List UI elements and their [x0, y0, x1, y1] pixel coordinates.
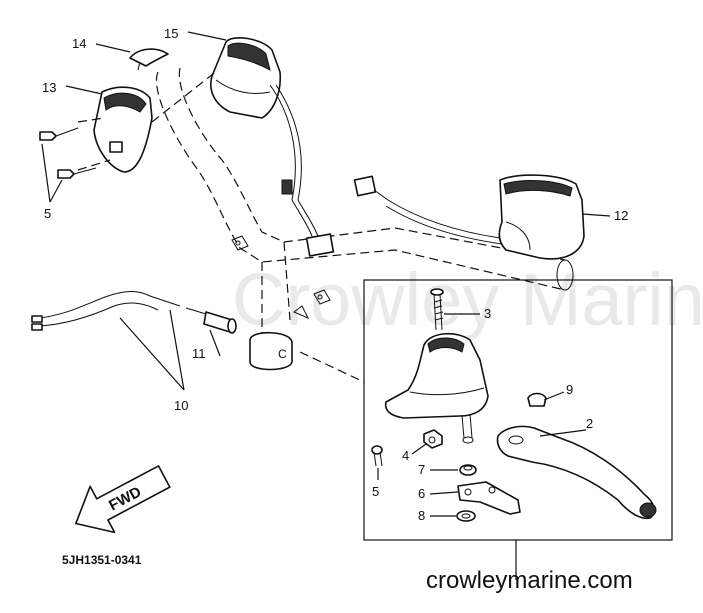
callout-10: 10	[174, 398, 188, 413]
callout-9: 9	[566, 382, 573, 397]
handlebar-tube	[156, 67, 574, 335]
callout-6: 6	[418, 486, 425, 501]
diagram-code: 5JH1351-0341	[62, 553, 142, 567]
callout-14: 14	[72, 36, 86, 51]
leader-lines	[41, 31, 611, 517]
lever-assembly-box	[299, 279, 673, 580]
clip-9	[527, 392, 547, 407]
callout-11: 11	[192, 346, 206, 361]
wire-lead-10	[31, 291, 181, 331]
callout-15: 15	[164, 26, 178, 41]
bolt-3	[430, 288, 444, 331]
switch-housing-12	[353, 174, 585, 260]
switch-wire-harness	[281, 179, 335, 257]
screw-5	[371, 445, 383, 467]
callout-7: 7	[418, 462, 425, 477]
collar-7	[459, 464, 477, 476]
switch-housing-15	[210, 37, 302, 201]
washer-8	[456, 510, 476, 522]
screw-pair-5	[39, 127, 97, 179]
callout-5b: 5	[372, 484, 379, 499]
watermark: Crowley Marine	[232, 258, 703, 341]
knob-14	[129, 48, 169, 71]
callouts: 14 15 13 5 12 3 11 10 9 2 4 5 7 6 8	[42, 26, 628, 523]
plate-6	[457, 481, 521, 515]
fwd-arrow: FWD	[75, 465, 171, 534]
switch-11	[185, 307, 237, 334]
lever-2	[496, 425, 657, 520]
switch-housing-13	[77, 69, 219, 173]
bar-clamp: C	[249, 331, 293, 371]
lever-bracket-1	[384, 332, 489, 444]
callout-4: 4	[402, 448, 409, 463]
callout-13: 13	[42, 80, 56, 95]
callout-5a: 5	[44, 206, 51, 221]
svg-text:C: C	[278, 347, 287, 361]
nut-4	[423, 429, 443, 449]
callout-3: 3	[484, 306, 491, 321]
callout-8: 8	[418, 508, 425, 523]
site-label: crowleymarine.com	[426, 567, 633, 594]
callout-2: 2	[586, 416, 593, 431]
callout-12: 12	[614, 208, 628, 223]
